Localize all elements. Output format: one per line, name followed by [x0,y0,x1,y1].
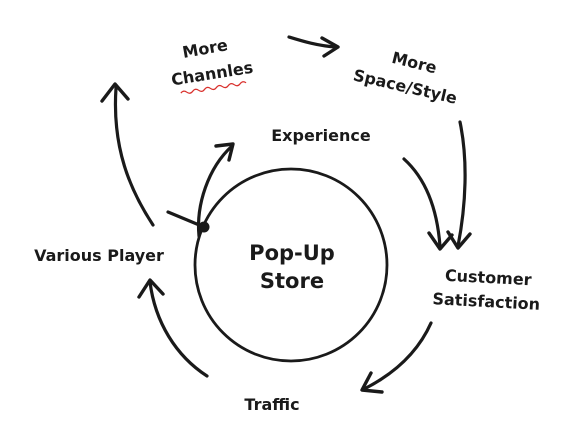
arrow-customer-to-traffic-head [360,371,384,394]
arrow-to-experience-head [214,142,235,162]
label-more-space-line1: More [390,48,439,78]
label-more-space-line2: Space/Style [352,65,460,107]
center-label-line2: Store [260,269,324,293]
label-traffic: Traffic [244,395,299,414]
center-circle [193,167,389,363]
arrow-to-more-channels-head [100,82,130,103]
label-experience: Experience [271,126,371,145]
arrow-to-experience [196,144,234,238]
arrow-channels-to-space-head [320,36,340,58]
label-customer-line2: Satisfaction [432,289,541,314]
arrow-space-to-customer [456,120,467,248]
label-various-player: Various Player [34,246,164,265]
center-label-line1: Pop-Up [249,241,335,265]
arrow-channels-to-space [287,35,338,49]
label-more-channels-line2: Channles [170,58,255,90]
arrow-traffic-to-player [148,280,209,378]
arrow-experience-to-customer-head [427,231,454,251]
arrow-customer-to-traffic [364,321,433,390]
arrow-to-more-channels [113,86,155,227]
arrow-experience-to-customer [402,157,442,248]
spellcheck-underline [180,81,247,94]
label-customer-line1: Customer [444,266,532,290]
label-more-channels-line1: More [181,35,229,62]
arrow-traffic-to-player-head [137,278,165,299]
